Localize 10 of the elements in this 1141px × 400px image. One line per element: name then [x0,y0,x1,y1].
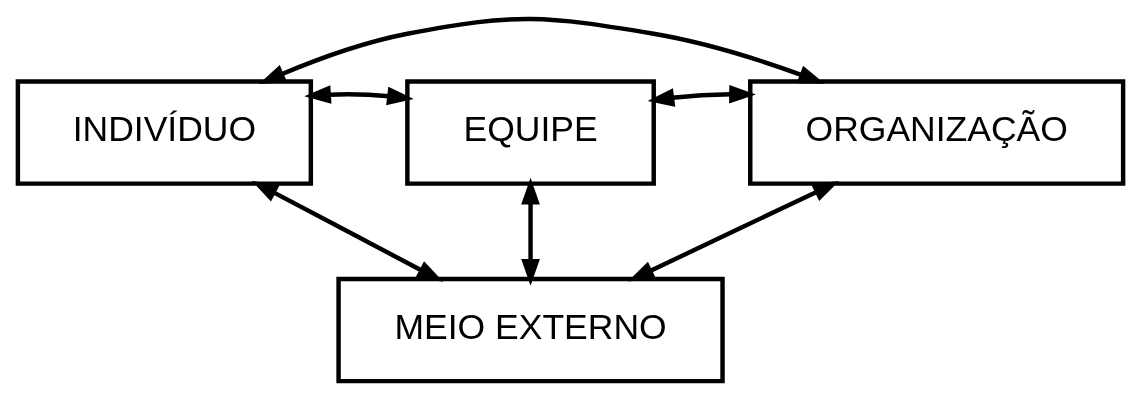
arrow [521,177,540,286]
node-box: EQUIPE [405,79,656,186]
node-box: MEIO EXTERNO [336,276,725,384]
arrow [258,16,825,85]
arrow [251,180,444,282]
arrow [647,84,756,107]
node-box: INDIVÍDUO [15,79,314,186]
node-box: ORGANIZAÇÃO [748,79,1126,186]
arrow [627,181,840,282]
arrow [304,85,414,106]
